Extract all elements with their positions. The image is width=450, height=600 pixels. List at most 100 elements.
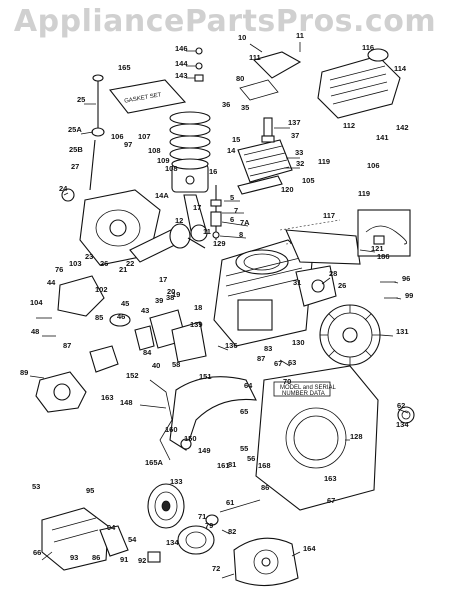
part-label-25A: 25A — [68, 125, 82, 134]
part-label-108: 108 — [165, 164, 178, 173]
part-label-136: 136 — [225, 341, 238, 350]
part-label-81: 81 — [228, 460, 236, 469]
breather-assembly — [134, 309, 207, 363]
part-label-152: 152 — [126, 371, 139, 380]
part-label-96: 96 — [402, 274, 410, 283]
part-label-28: 28 — [329, 269, 337, 278]
part-label-144: 144 — [175, 59, 188, 68]
part-label-91: 91 — [120, 555, 128, 564]
part-label-163: 163 — [324, 474, 337, 483]
part-label-67: 67 — [327, 496, 335, 505]
part-label-61: 61 — [226, 498, 234, 507]
part-label-11: 11 — [203, 227, 211, 236]
part-label-133: 133 — [170, 477, 183, 486]
part-label-97: 97 — [124, 140, 132, 149]
part-label-45: 45 — [121, 299, 129, 308]
part-label-128: 128 — [350, 432, 363, 441]
part-label-71: 71 — [198, 512, 206, 521]
part-label-12: 12 — [175, 216, 183, 225]
part-label-64: 64 — [244, 381, 253, 390]
part-label-16: 16 — [209, 167, 217, 176]
blower-housing: MODEL and SERIAL NUMBER DATA — [255, 365, 379, 511]
model-serial-label-1: MODEL and SERIAL — [280, 385, 336, 391]
part-label-86: 86 — [92, 553, 100, 562]
part-label-6: 6 — [230, 215, 234, 224]
part-label-72: 72 — [212, 564, 220, 573]
part-label-163: 163 — [101, 393, 114, 402]
part-label-86: 86 — [261, 483, 269, 492]
part-label-106: 106 — [111, 132, 124, 141]
leader-lines — [63, 42, 409, 557]
engine-block — [213, 239, 313, 347]
part-label-165A: 165A — [145, 458, 164, 467]
baffle — [285, 229, 361, 265]
part-label-67: 67 — [274, 359, 282, 368]
part-label-17: 17 — [159, 275, 167, 284]
part-label-11: 11 — [296, 31, 304, 40]
part-label-111: 111 — [249, 53, 261, 62]
part-label-70: 70 — [283, 377, 291, 386]
fastener-stack — [194, 47, 204, 82]
part-label-56: 56 — [247, 454, 255, 463]
part-label-103: 103 — [69, 259, 82, 268]
part-label-102: 102 — [95, 285, 108, 294]
part-label-149: 149 — [198, 446, 211, 455]
watermark: AppliancePartsPros.com — [13, 4, 437, 39]
part-label-141: 141 — [376, 133, 389, 142]
part-label-131: 131 — [396, 327, 409, 336]
part-label-63: 63 — [288, 358, 296, 367]
part-label-7A: 7A — [240, 218, 250, 227]
part-label-108: 108 — [148, 146, 161, 155]
part-label-116: 116 — [362, 43, 374, 52]
part-label-20: 20 — [167, 287, 175, 296]
part-label-164: 164 — [303, 544, 316, 553]
part-label-35: 35 — [241, 103, 249, 112]
part-label-165: 165 — [118, 63, 131, 72]
part-label-109: 109 — [157, 156, 170, 165]
part-label-33: 33 — [295, 148, 303, 157]
part-label-21: 21 — [119, 265, 127, 274]
part-label-89: 89 — [20, 368, 28, 377]
part-label-79: 79 — [205, 521, 213, 530]
starter-components — [177, 499, 261, 555]
part-label-137: 137 — [288, 118, 301, 127]
part-label-7: 7 — [234, 206, 238, 215]
part-label-117: 117 — [323, 211, 335, 220]
part-label-93: 93 — [70, 553, 78, 562]
part-label-92: 92 — [138, 556, 146, 565]
spark-plug — [261, 117, 275, 143]
part-label-40: 40 — [152, 361, 160, 370]
part-label-186: 186 — [377, 252, 390, 261]
part-label-151: 151 — [199, 372, 212, 381]
flywheel — [319, 304, 381, 366]
part-label-119: 119 — [358, 189, 370, 198]
part-label-87: 87 — [257, 354, 265, 363]
part-label-55: 55 — [240, 444, 248, 453]
part-label-82: 82 — [228, 527, 236, 536]
rotating-screen — [147, 483, 185, 529]
part-label-24: 24 — [59, 184, 68, 193]
part-label-121: 121 — [371, 244, 384, 253]
part-label-107: 107 — [138, 132, 151, 141]
part-label-10: 10 — [238, 33, 246, 42]
part-label-25B: 25B — [69, 145, 83, 154]
air-cleaner-assembly — [239, 48, 401, 119]
part-label-31: 31 — [293, 278, 301, 287]
cylinder-head — [237, 139, 293, 195]
part-label-83: 83 — [264, 344, 272, 353]
part-label-27: 27 — [71, 162, 79, 171]
part-label-146: 146 — [175, 44, 188, 53]
part-label-160: 160 — [165, 425, 178, 434]
part-label-168: 168 — [258, 461, 271, 470]
part-label-120: 120 — [281, 185, 294, 194]
part-label-142: 142 — [396, 123, 409, 132]
part-label-99: 99 — [405, 291, 413, 300]
part-label-46: 46 — [117, 312, 125, 321]
gasket-set-envelope: GASKET SET — [109, 79, 187, 114]
part-label-54: 54 — [128, 535, 137, 544]
part-label-95: 95 — [86, 486, 94, 495]
valve-assembly — [210, 185, 222, 240]
part-label-36: 36 — [222, 100, 230, 109]
